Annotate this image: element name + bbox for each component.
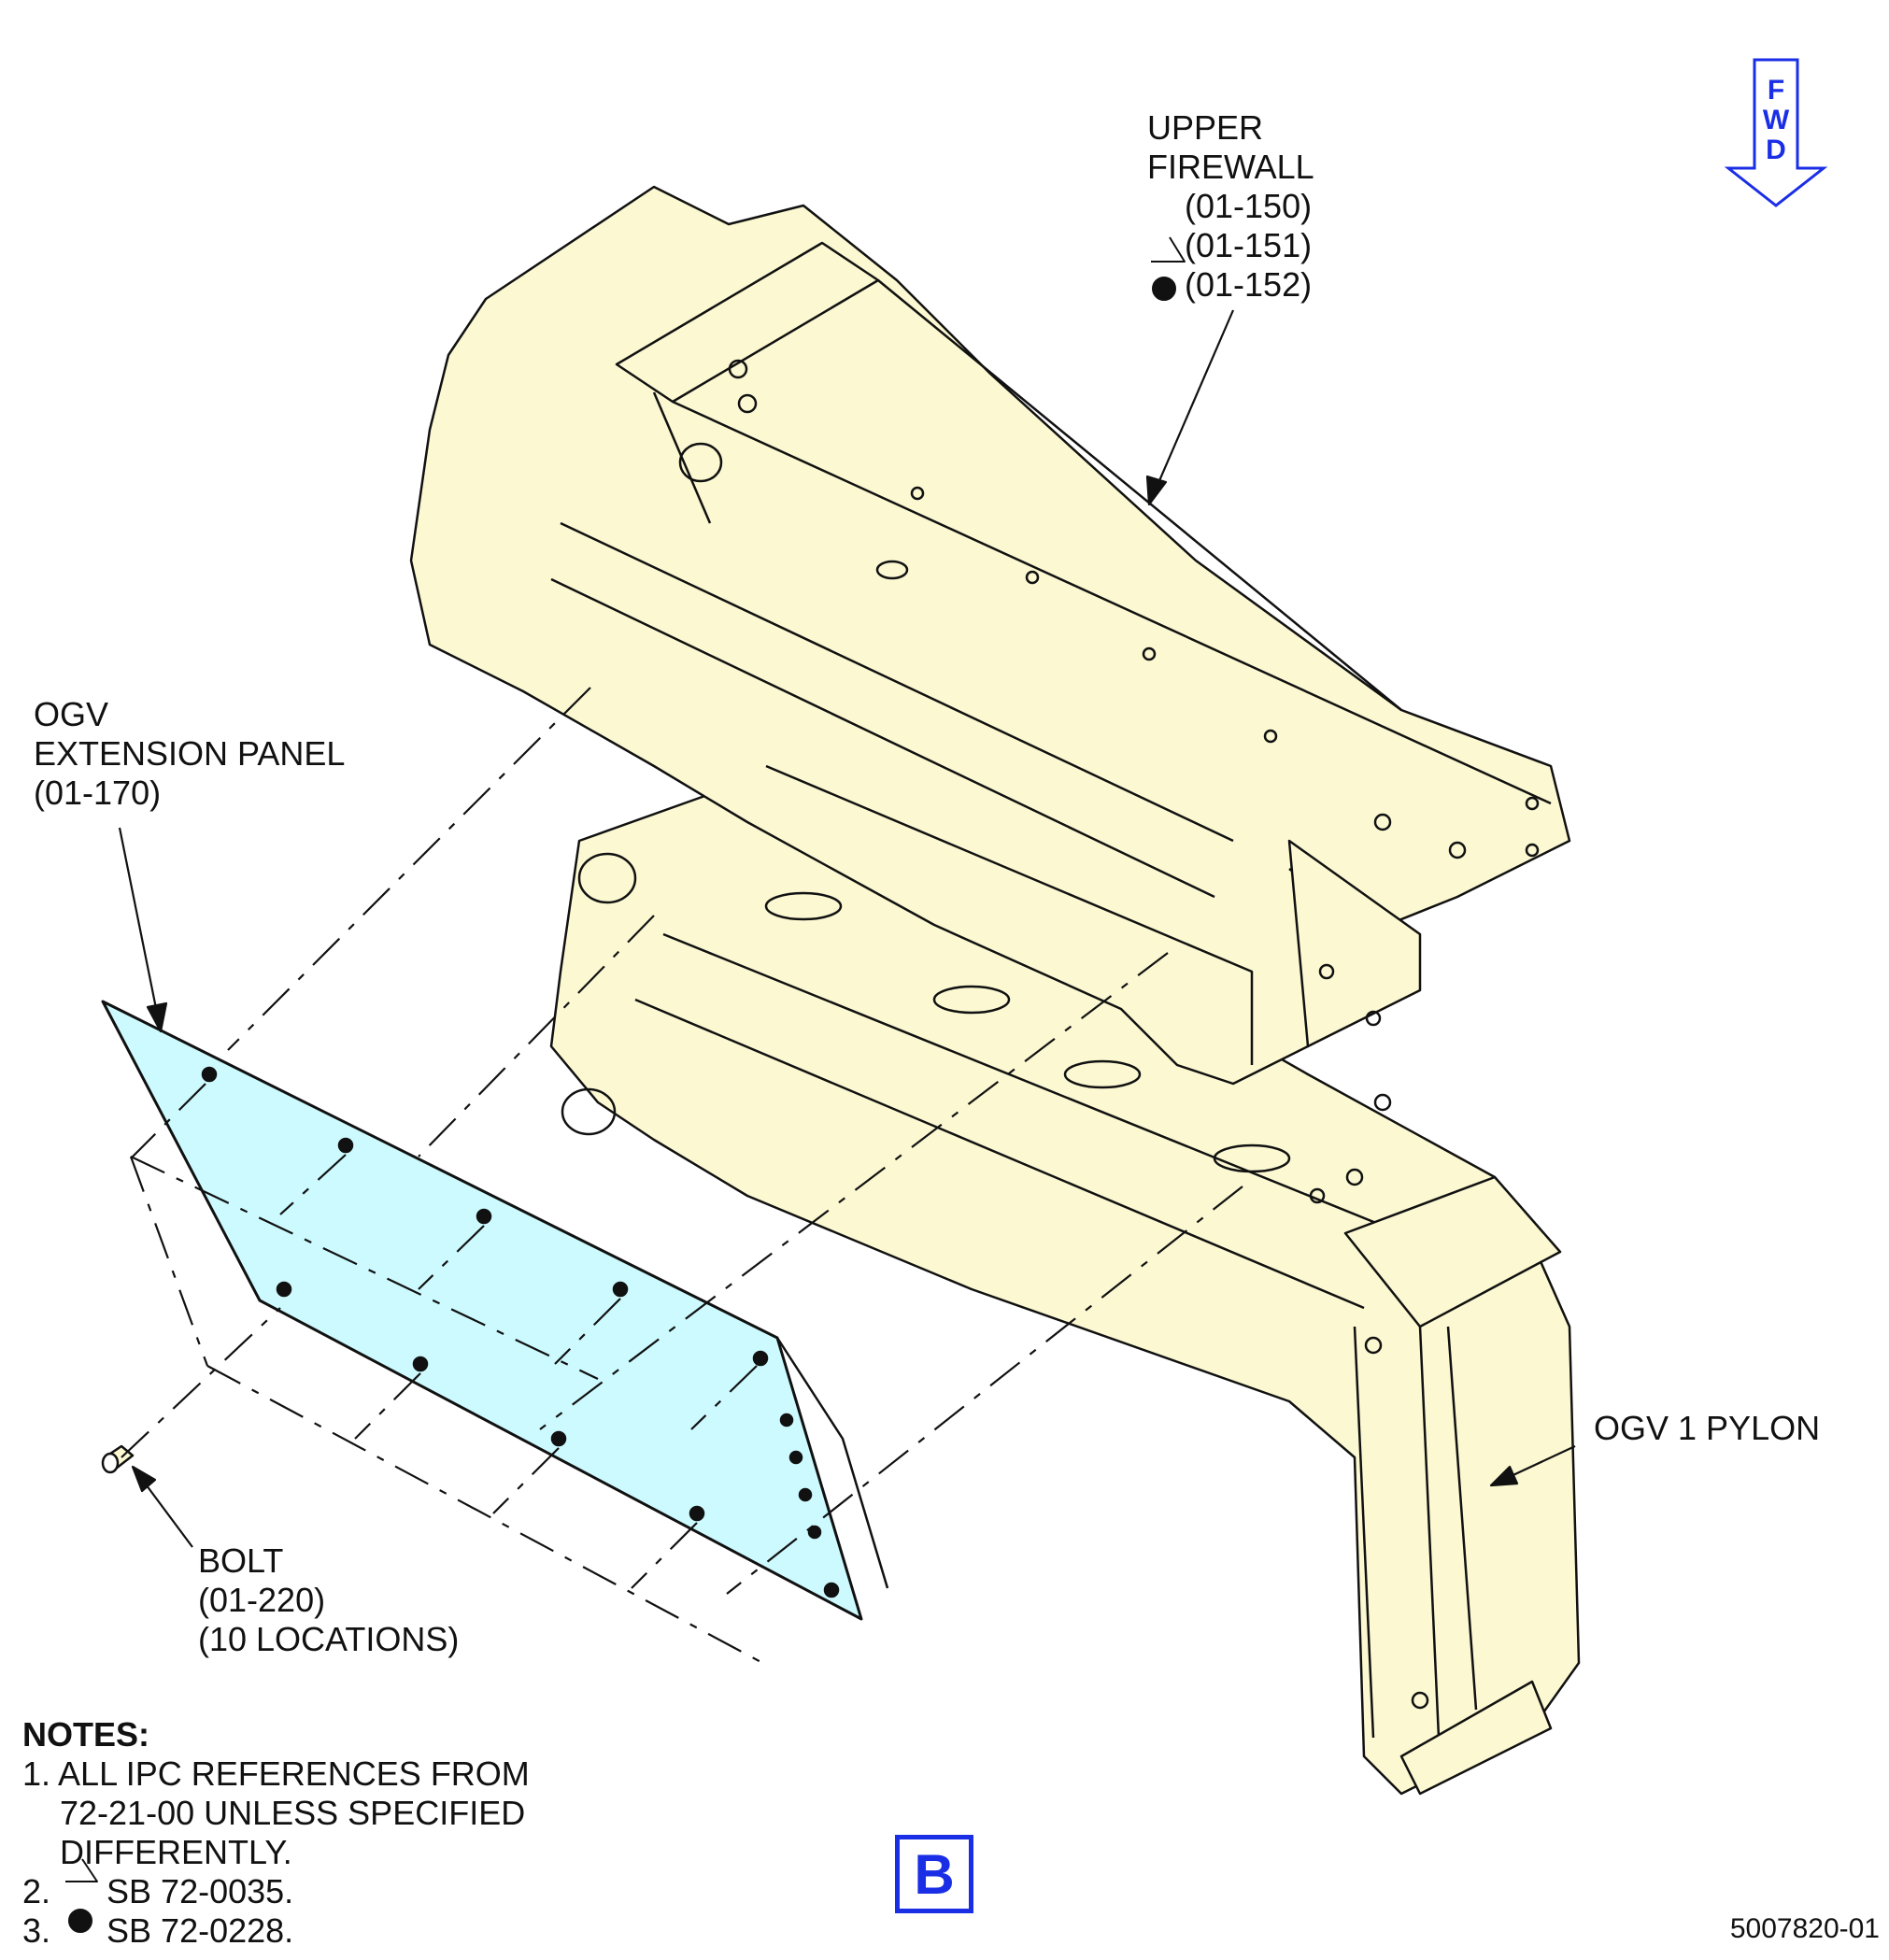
ogv-pylon-structure <box>549 792 1581 1796</box>
bolt-quantity: (10 LOCATIONS) <box>198 1620 460 1658</box>
notes-block: NOTES: 1. ALL IPC REFERENCES FROM 72-21-… <box>22 1715 530 1951</box>
installation-lines <box>121 687 1243 1666</box>
upper-firewall-ref-3: (01-152) <box>1185 265 1313 304</box>
leader-lines <box>118 309 1576 1548</box>
bolt-shape <box>101 1444 135 1474</box>
drawing-number: 5007820-01 <box>1729 1913 1880 1944</box>
fwd-letter-d: D <box>1766 135 1786 165</box>
ogv-panel-title-1: OGV <box>34 695 109 733</box>
view-label: B <box>895 1835 973 1913</box>
note-item-1b: 72-21-00 UNLESS SPECIFIED <box>22 1794 526 1832</box>
upper-firewall-title-1: UPPER <box>1147 108 1264 147</box>
upper-firewall-title-2: FIREWALL <box>1147 148 1314 186</box>
notes-title: NOTES: <box>22 1715 150 1754</box>
fwd-letter-w: W <box>1762 105 1790 135</box>
upper-firewall-ref-1: (01-150) <box>1185 187 1313 225</box>
note-item-3: 3. SB 72-0228. <box>22 1911 294 1950</box>
bolt-title: BOLT <box>198 1541 284 1580</box>
note-item-1c: DIFFERENTLY. <box>22 1833 292 1871</box>
pylon-label: OGV 1 PYLON <box>1594 1409 1821 1447</box>
ogv-panel-ref: (01-170) <box>34 774 162 812</box>
bolt-ref: (01-220) <box>198 1581 326 1619</box>
note-item-2: 2. SB 72-0035. <box>22 1872 294 1910</box>
ogv-panel-title-2: EXTENSION PANEL <box>34 734 346 773</box>
fwd-letter-f: F <box>1767 75 1785 106</box>
ref-symbols <box>1151 236 1186 301</box>
note-item-1a: 1. ALL IPC REFERENCES FROM <box>22 1754 530 1793</box>
forward-direction-indicator: F W D <box>1724 58 1828 209</box>
ogv-extension-panel-shape <box>101 1000 889 1621</box>
notes-symbols <box>65 1858 98 1933</box>
upper-firewall-structure <box>409 185 1571 1204</box>
fwd-arrow-icon <box>1724 58 1828 207</box>
upper-firewall-ref-2: (01-151) <box>1185 226 1313 264</box>
